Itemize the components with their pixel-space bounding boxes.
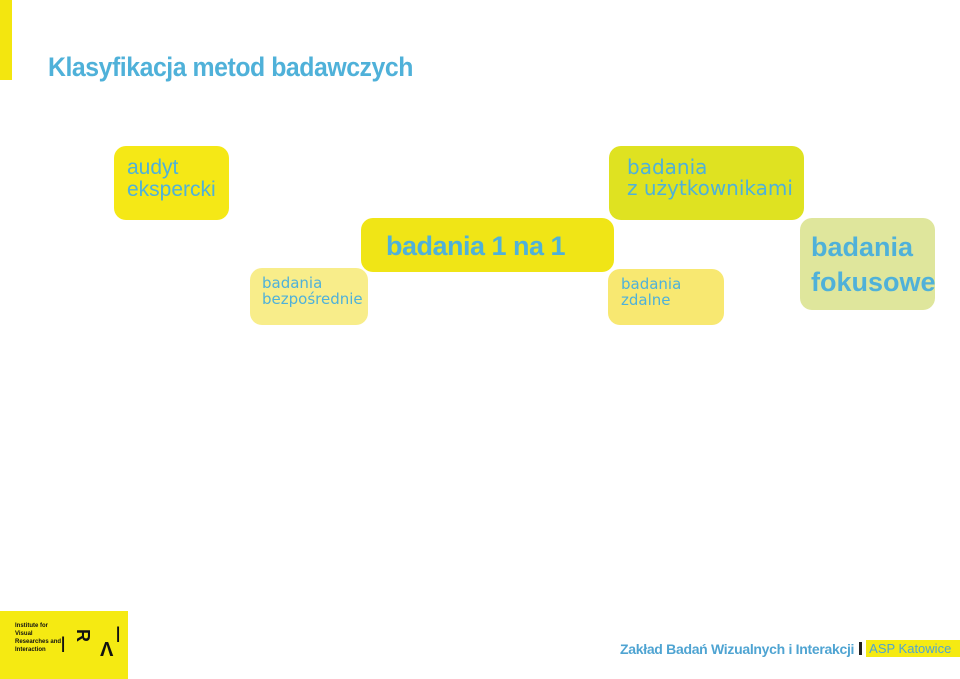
- logo-glyph: V: [100, 637, 114, 659]
- box-direct-research: badania bezpośrednie: [250, 268, 368, 325]
- logo-line: Interaction: [15, 647, 46, 654]
- box-line: ekspercki: [127, 178, 216, 202]
- box-line: badania 1 na 1: [386, 231, 566, 261]
- box-expert-audit: audyt ekspercki: [114, 146, 229, 220]
- logo-line: Researches and: [15, 639, 62, 646]
- box-line: zdalne: [621, 290, 671, 309]
- footer-department: Zakład Badań Wizualnych i Interakcji: [620, 640, 855, 657]
- page-title: Klasyfikacja metod badawczych: [48, 52, 413, 82]
- box-line: badania: [262, 274, 323, 292]
- box-remote-research: badania zdalne: [608, 269, 724, 325]
- box-line: badania: [627, 155, 708, 179]
- logo-line: Visual: [15, 631, 33, 638]
- footer: Zakład Badań Wizualnych i Interakcji ASP…: [620, 640, 960, 657]
- box-one-on-one: badania 1 na 1: [361, 218, 614, 272]
- logo-line: Institute for: [15, 623, 48, 629]
- footer-separator: [859, 642, 863, 655]
- logo-text: Institute for Visual Researches and Inte…: [15, 622, 61, 654]
- logo-glyph: I: [116, 622, 120, 647]
- logo-glyph: I: [61, 632, 65, 657]
- box-focus-groups: badania fokusowe: [800, 218, 936, 310]
- box-line: z użytkownikami: [627, 176, 793, 200]
- corner-accent-bar: [0, 0, 12, 80]
- institute-logo: Institute for Visual Researches and Inte…: [0, 611, 128, 679]
- box-line: badania: [811, 232, 914, 262]
- box-line: audyt: [127, 156, 179, 179]
- box-user-research: badania z użytkownikami: [609, 146, 804, 220]
- box-line: badania: [621, 275, 682, 293]
- logo-glyph: R: [73, 629, 93, 642]
- box-line: bezpośrednie: [262, 289, 363, 308]
- footer-school: ASP Katowice: [866, 640, 960, 657]
- box-line: fokusowe: [811, 267, 936, 298]
